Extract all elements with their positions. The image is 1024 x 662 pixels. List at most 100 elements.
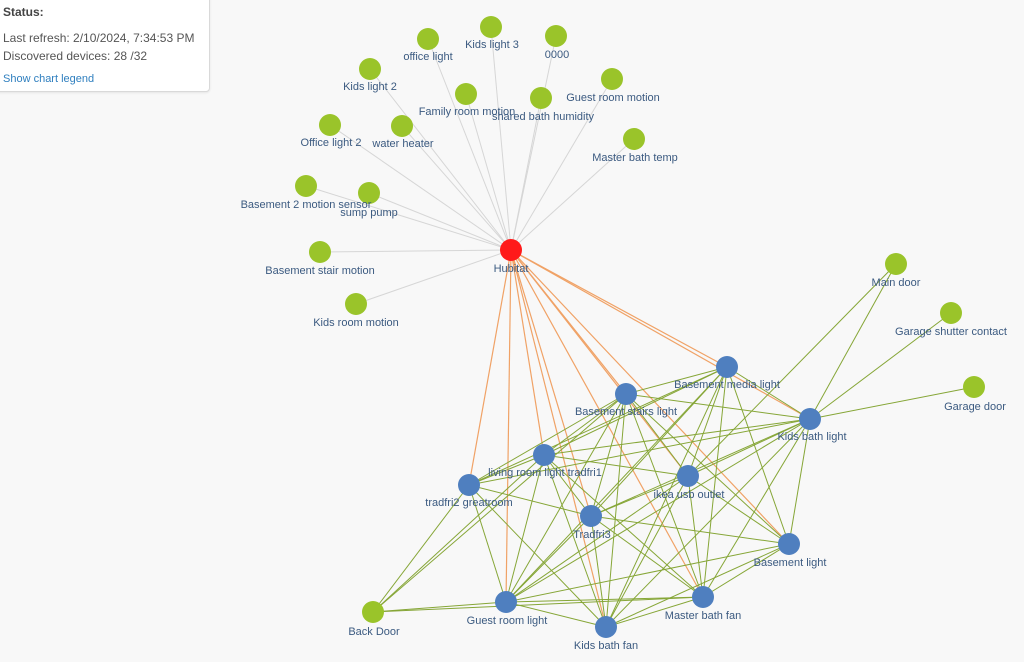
device-label: Basement 2 motion sensor: [241, 199, 372, 211]
direct-link: [401, 125, 512, 251]
mesh-link: [687, 475, 790, 545]
direct-link: [368, 192, 512, 251]
mesh-link: [468, 454, 545, 486]
router-node[interactable]: [716, 356, 738, 378]
mesh-link: [372, 484, 470, 613]
device-node[interactable]: [455, 83, 477, 105]
router-label: Basement stairs light: [575, 406, 677, 418]
device-node[interactable]: [940, 302, 962, 324]
router-node[interactable]: [580, 505, 602, 527]
device-node[interactable]: [545, 25, 567, 47]
router-node[interactable]: [615, 383, 637, 405]
device-node[interactable]: [345, 293, 367, 315]
device-node[interactable]: [295, 175, 317, 197]
mesh-link: [625, 393, 689, 477]
device-label: Kids room motion: [313, 317, 399, 329]
mesh-link: [625, 366, 728, 395]
mesh-link: [372, 393, 627, 613]
mesh-link: [505, 366, 728, 603]
mesh-link: [625, 393, 790, 545]
router-node[interactable]: [458, 474, 480, 496]
device-node[interactable]: [963, 376, 985, 398]
mesh-link: [605, 418, 811, 628]
device-node[interactable]: [319, 114, 341, 136]
hub-router-link: [510, 249, 607, 628]
discovered-devices-text: Discovered devices: 28 /32: [3, 49, 148, 63]
mesh-link: [372, 454, 545, 613]
mesh-link: [543, 393, 627, 456]
device-label: water heater: [371, 138, 433, 150]
mesh-link: [726, 366, 790, 545]
device-node[interactable]: [359, 58, 381, 80]
mesh-link: [809, 312, 952, 420]
direct-link: [490, 26, 512, 251]
mesh-link: [788, 418, 811, 545]
hub-router-link: [510, 249, 592, 517]
direct-link: [427, 38, 512, 251]
router-node[interactable]: [677, 465, 699, 487]
mesh-link: [702, 543, 790, 598]
mesh-link: [590, 418, 811, 517]
router-node[interactable]: [692, 586, 714, 608]
router-label: living room light tradfri1: [488, 467, 602, 479]
router-node[interactable]: [799, 408, 821, 430]
device-node[interactable]: [623, 128, 645, 150]
device-label: Office light 2: [301, 137, 362, 149]
hub-router-link: [510, 249, 545, 456]
mesh-link: [505, 418, 811, 603]
direct-link: [329, 124, 512, 251]
router-label: tradfri2 greatroom: [425, 497, 512, 509]
mesh-link: [687, 366, 728, 477]
mesh-link: [468, 484, 592, 517]
router-label: ikea usb outlet: [654, 489, 725, 501]
router-node[interactable]: [495, 591, 517, 613]
mesh-link: [726, 366, 811, 420]
device-node[interactable]: [480, 16, 502, 38]
graph-links: [305, 26, 975, 628]
direct-link: [355, 249, 512, 305]
device-node[interactable]: [362, 601, 384, 623]
device-node[interactable]: [309, 241, 331, 263]
mesh-link: [702, 366, 728, 598]
router-node[interactable]: [533, 444, 555, 466]
hub-router-link: [510, 249, 811, 420]
device-node[interactable]: [530, 87, 552, 109]
router-node[interactable]: [778, 533, 800, 555]
device-node[interactable]: [391, 115, 413, 137]
router-label: Master bath fan: [665, 610, 741, 622]
hub-router-link: [510, 249, 689, 477]
device-node[interactable]: [601, 68, 623, 90]
mesh-link: [372, 596, 704, 613]
mesh-link: [505, 515, 592, 603]
mesh-link: [505, 596, 704, 603]
device-node[interactable]: [358, 182, 380, 204]
direct-link: [369, 68, 512, 251]
mesh-link: [505, 393, 627, 603]
mesh-link: [468, 418, 811, 486]
direct-link: [510, 138, 635, 251]
mesh-link: [505, 475, 689, 603]
router-label: Basement light: [754, 557, 827, 569]
mesh-link: [687, 263, 897, 477]
device-label: Garage shutter contact: [895, 326, 1007, 338]
hub-router-link: [505, 249, 512, 603]
device-node[interactable]: [417, 28, 439, 50]
mesh-link: [372, 601, 507, 613]
device-node[interactable]: [885, 253, 907, 275]
mesh-link: [625, 393, 704, 598]
mesh-link: [543, 366, 728, 456]
hub-label: Hubitat: [494, 263, 529, 275]
device-label: office light: [403, 51, 452, 63]
device-label: Family room motion: [419, 106, 516, 118]
show-chart-legend-link[interactable]: Show chart legend: [3, 73, 95, 85]
mesh-link: [590, 475, 689, 517]
router-node[interactable]: [595, 616, 617, 638]
device-label: sump pump: [340, 207, 397, 219]
device-label: Main door: [872, 277, 921, 289]
hub-node[interactable]: [500, 239, 522, 261]
mesh-link: [605, 393, 627, 628]
mesh-link: [687, 475, 704, 598]
mesh-link: [625, 393, 811, 420]
